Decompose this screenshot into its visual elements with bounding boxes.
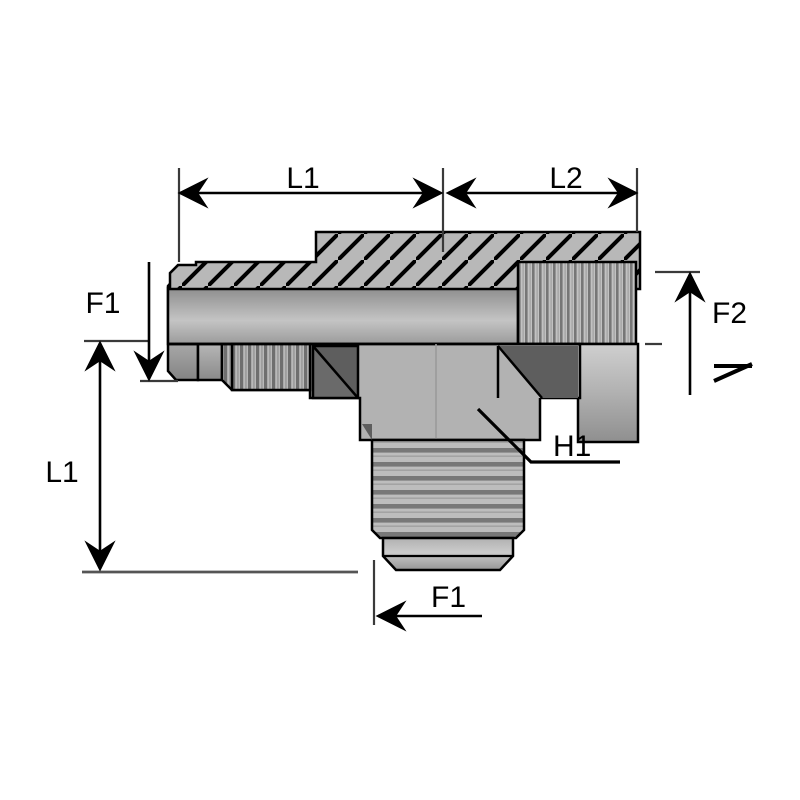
dimension-l1-vertical: L1 [45, 340, 116, 572]
right-swivel-nut [576, 342, 640, 444]
dimension-l2-horizontal: L2 [445, 162, 639, 209]
f1-top-left-label: F1 [85, 287, 120, 320]
f2-label: F2 [712, 297, 747, 330]
bottom-flare-nose [381, 536, 515, 572]
l1-vertical-label: L1 [45, 456, 78, 489]
dimension-f1-top-left: F1 [85, 262, 165, 382]
l1-horizontal-label: L1 [286, 162, 319, 195]
dimension-f1-bottom: F1 [375, 581, 482, 632]
main-barrel [166, 286, 520, 346]
h1-label: H1 [553, 430, 591, 463]
f2-slash-diagonal [713, 362, 753, 383]
branch-shoulder-left [362, 424, 372, 440]
dimension-l1-horizontal: L1 [177, 162, 444, 209]
f1-bottom-label: F1 [431, 581, 466, 614]
bottom-thread-band [370, 438, 526, 540]
left-shoulder-edge [312, 345, 359, 399]
left-lower-thread [230, 342, 312, 392]
dimension-h1-callout: H1 [476, 407, 620, 464]
tee-fitting-body [166, 230, 642, 572]
right-shoulder-edge [497, 345, 543, 399]
right-shoulder-shade [498, 346, 578, 398]
h1-leader-line [476, 407, 620, 464]
dimension-f2-right: F2 [674, 271, 753, 395]
right-knurl-band [516, 260, 638, 346]
l2-horizontal-label: L2 [549, 162, 582, 195]
